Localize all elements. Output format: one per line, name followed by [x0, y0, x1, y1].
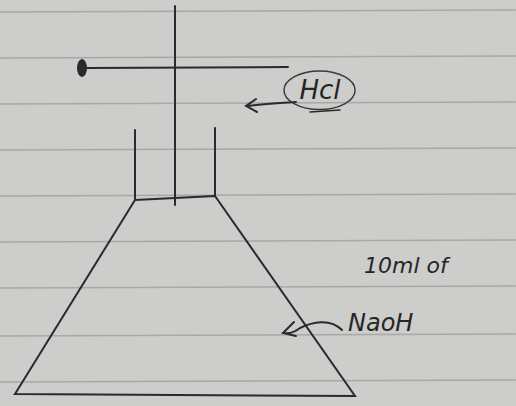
underline	[310, 110, 340, 112]
burette	[174, 6, 176, 205]
stopcock-knob	[77, 59, 87, 77]
ellipse-outline	[284, 71, 355, 110]
stopcock	[86, 67, 288, 68]
apparatus	[15, 6, 355, 396]
conical-flask	[15, 196, 355, 396]
node-text: Hcl	[299, 76, 340, 105]
flask-neck	[134, 130, 136, 200]
flask-neck	[214, 128, 216, 196]
ruled-lines	[0, 10, 516, 382]
circled-label: Hcl	[283, 70, 356, 111]
leader-arrow	[246, 99, 296, 112]
handwritten-note: 10ml of	[364, 254, 448, 278]
handwritten-note: NaoH	[348, 310, 413, 336]
leader-arrow	[283, 322, 342, 336]
